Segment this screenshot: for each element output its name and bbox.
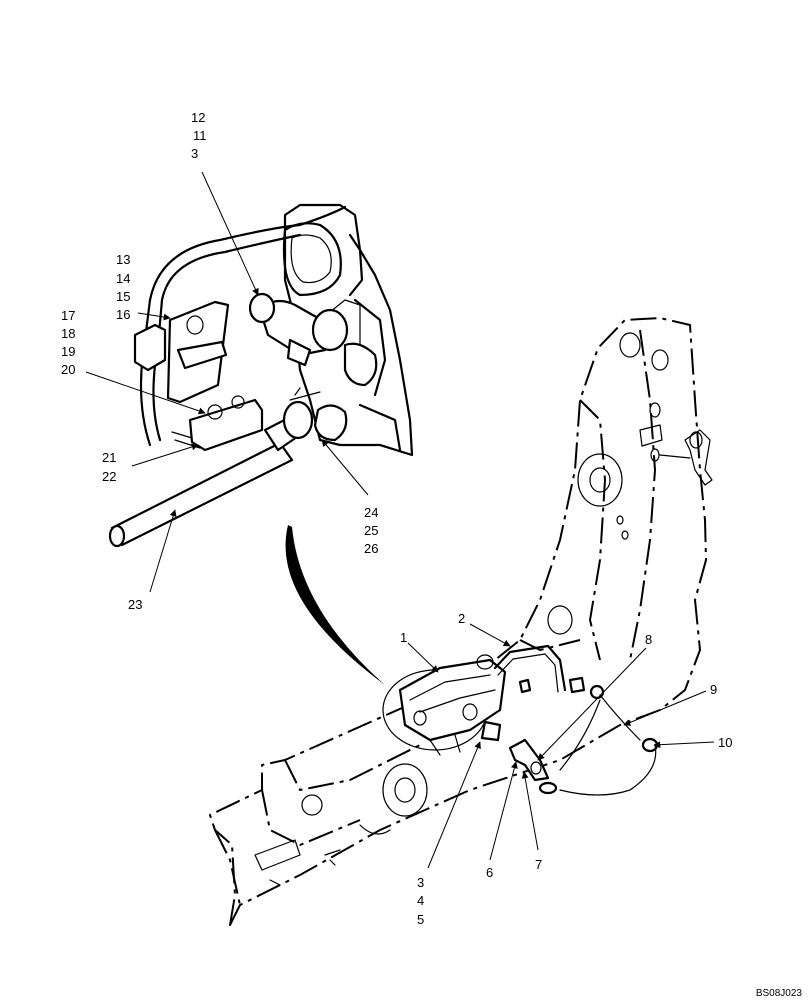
callout-14: 14 [116,271,130,286]
mounting-bracket [508,738,550,782]
callout-16: 16 [116,307,130,322]
main-valve-cluster [398,654,532,756]
callout-7: 7 [535,857,542,872]
callout-24: 24 [364,505,378,520]
callout-13: 13 [116,252,130,267]
callout-17: 17 [61,308,75,323]
callout-18: 18 [61,326,75,341]
callout-3-top: 3 [191,146,198,161]
detail-switch-assembly [133,300,264,452]
detail-pointer [285,525,385,685]
callout-8: 8 [645,632,652,647]
callout-21: 21 [102,450,116,465]
callout-10: 10 [718,735,732,750]
leader-lines [85,171,715,869]
callout-5: 5 [417,912,424,927]
callout-23: 23 [128,597,142,612]
callout-1: 1 [400,630,407,645]
detail-control-rod [108,292,349,548]
callout-3-bottom: 3 [417,875,424,890]
callout-25: 25 [364,523,378,538]
hydraulic-tube [493,644,586,694]
callout-19: 19 [61,344,75,359]
fittings-and-cable [538,684,659,796]
callout-6: 6 [486,865,493,880]
callout-labels: 12 11 3 13 14 15 16 17 18 19 20 21 22 24… [61,110,802,999]
callout-4: 4 [417,893,424,908]
callout-2: 2 [458,611,465,626]
callout-9: 9 [710,682,717,697]
loader-frame-outline [209,317,707,926]
callout-12: 12 [191,110,205,125]
callout-15: 15 [116,289,130,304]
callout-22: 22 [102,469,116,484]
callout-20: 20 [61,362,75,377]
callout-11: 11 [193,128,207,143]
latch-bracket [659,429,713,486]
callout-26: 26 [364,541,378,556]
drawing-code: BS08J023 [756,988,803,999]
